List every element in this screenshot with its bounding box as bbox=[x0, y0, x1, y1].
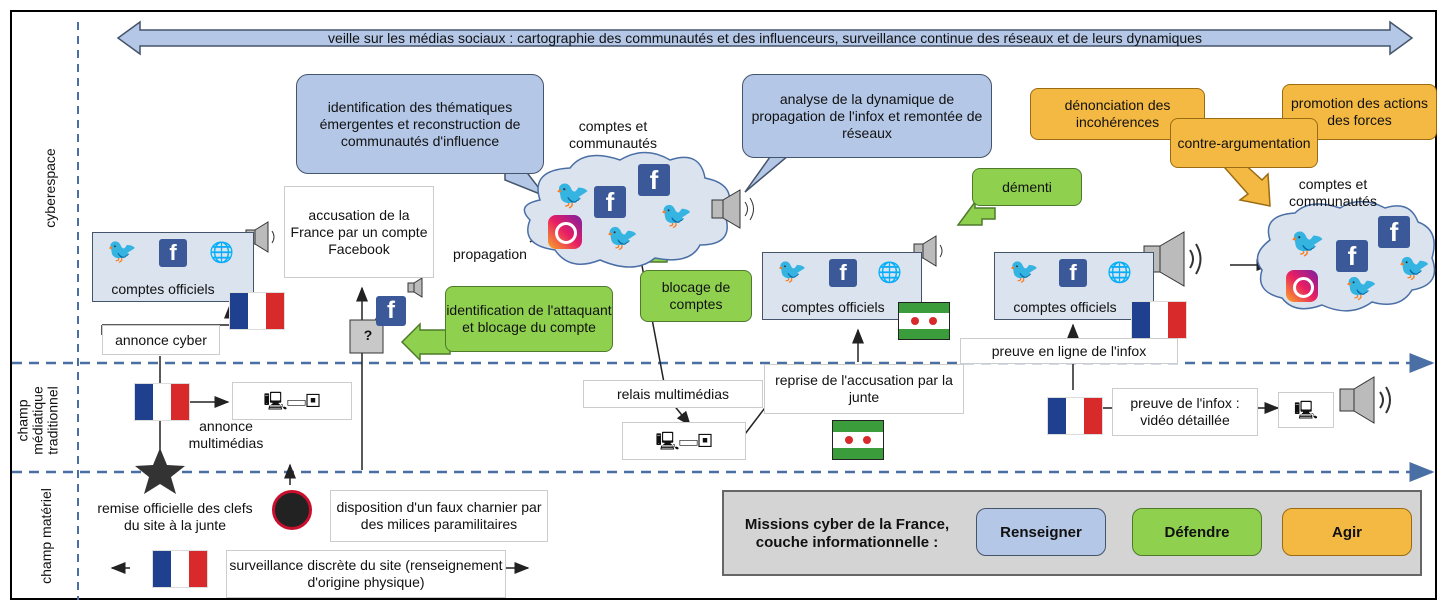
star-icon bbox=[135, 448, 185, 494]
banner-arrow bbox=[116, 20, 1414, 56]
box-identification-attaquant: identification de l'attaquant et blocage… bbox=[445, 286, 613, 352]
box-blocage: blocage de comptes bbox=[640, 270, 752, 322]
label-remise: remise officielle des clefs du site à la… bbox=[97, 500, 253, 533]
instagram-icon bbox=[1286, 270, 1318, 302]
twitter-icon: 🐦 bbox=[107, 238, 137, 265]
green-arrow-left bbox=[400, 322, 451, 362]
box-preuve-ligne: preuve en ligne de l'infox bbox=[960, 338, 1178, 364]
facebook-icon: f bbox=[376, 296, 406, 326]
box-denonciation: dénonciation des incohérences bbox=[1030, 88, 1205, 140]
speaker-icon bbox=[711, 189, 754, 229]
globe-icon: 🌐 bbox=[1107, 262, 1132, 284]
junta-flag bbox=[832, 420, 884, 460]
box-disposition: disposition d'un faux charnier par des m… bbox=[330, 490, 548, 542]
speaker-icon bbox=[913, 235, 943, 267]
green-arrow-dementi bbox=[956, 199, 996, 226]
facebook-icon: f bbox=[638, 164, 670, 196]
label-propagation: propagation bbox=[453, 246, 527, 262]
france-flag bbox=[230, 293, 284, 329]
official-accounts-box: 🐦 f 🌐 comptes officiels bbox=[92, 232, 254, 302]
official-accounts-box: 🐦 f 🌐 comptes officiels bbox=[762, 252, 922, 320]
legend-defendre: Défendre bbox=[1132, 508, 1262, 556]
label-comptes-communautes-1: comptes et communautés bbox=[569, 118, 657, 151]
facebook-icon: f bbox=[1378, 216, 1410, 248]
facebook-icon: f bbox=[829, 259, 857, 287]
twitter-icon: 🐦 bbox=[1009, 258, 1039, 285]
label-annonce-multimedias: annonce multimédias bbox=[188, 418, 264, 451]
speaker-icon bbox=[407, 277, 423, 298]
globe-icon: 🌐 bbox=[877, 262, 902, 284]
box-relais-multimedias: relais multimédias bbox=[583, 380, 763, 408]
box-accusation: accusation de la France par un compte Fa… bbox=[284, 186, 434, 278]
facebook-icon: f bbox=[1336, 240, 1368, 272]
official-accounts-label: comptes officiels bbox=[1013, 299, 1117, 315]
instagram-icon bbox=[548, 215, 582, 249]
official-accounts-label: comptes officiels bbox=[781, 299, 885, 315]
france-flag bbox=[1132, 302, 1186, 338]
box-reprise: reprise de l'accusation par la junte bbox=[764, 364, 964, 414]
twitter-icon: 🐦 bbox=[777, 258, 807, 285]
monitor-icon: 🖳 bbox=[1278, 392, 1334, 428]
box-contre-argumentation: contre-argumentation bbox=[1170, 118, 1318, 168]
facebook-icon: f bbox=[594, 186, 626, 218]
media-devices-icon: 🖳▭▣ bbox=[622, 422, 746, 460]
diagram-frame bbox=[10, 10, 1437, 600]
twitter-icon: 🐦 bbox=[660, 200, 693, 230]
layer-label-material: champ matériel bbox=[38, 488, 54, 584]
france-flag bbox=[153, 551, 207, 587]
box-annonce-cyber: annonce cyber bbox=[102, 325, 220, 355]
unknown-marker: ? bbox=[363, 327, 373, 343]
legend-agir: Agir bbox=[1282, 508, 1412, 556]
layer-label-cyber: cyberespace bbox=[42, 148, 58, 228]
bubble-analyse: analyse de la dynamique de propagation d… bbox=[742, 74, 992, 158]
media-devices-icon: 🖳▭▣ bbox=[232, 382, 352, 420]
box-preuve-video: preuve de l'infox : vidéo détaillée bbox=[1112, 388, 1258, 436]
twitter-icon: 🐦 bbox=[1345, 272, 1378, 302]
legend-renseigner: Renseigner bbox=[976, 508, 1106, 556]
box-promotion: promotion des actions des forces bbox=[1282, 84, 1437, 140]
box-dementi: démenti bbox=[972, 168, 1082, 206]
twitter-icon: 🐦 bbox=[606, 222, 639, 252]
twitter-icon: 🐦 bbox=[555, 179, 590, 210]
box-surveillance: surveillance discrète du site (renseigne… bbox=[226, 550, 506, 598]
bubble-identification: identification des thématiques émergente… bbox=[296, 74, 544, 174]
junta-flag bbox=[898, 302, 950, 340]
facebook-icon: f bbox=[159, 239, 187, 267]
france-flag bbox=[1048, 398, 1102, 434]
facebook-icon: f bbox=[1059, 259, 1087, 287]
legend-panel: Missions cyber de la France, couche info… bbox=[722, 490, 1422, 576]
speaker-icon bbox=[1339, 376, 1391, 424]
label-comptes-communautes-2: comptes et communautés bbox=[1289, 176, 1377, 209]
france-flag bbox=[135, 384, 189, 420]
official-accounts-label: comptes officiels bbox=[111, 281, 215, 297]
legend-title: Missions cyber de la France, couche info… bbox=[744, 516, 950, 551]
official-accounts-box: 🐦 f 🌐 comptes officiels bbox=[994, 252, 1154, 320]
globe-icon: 🌐 bbox=[209, 242, 234, 264]
twitter-icon: 🐦 bbox=[1290, 227, 1325, 258]
militia-emblem-icon bbox=[272, 490, 312, 530]
banner-text: veille sur les médias sociaux : cartogra… bbox=[328, 30, 1202, 46]
twitter-icon: 🐦 bbox=[1398, 252, 1431, 282]
